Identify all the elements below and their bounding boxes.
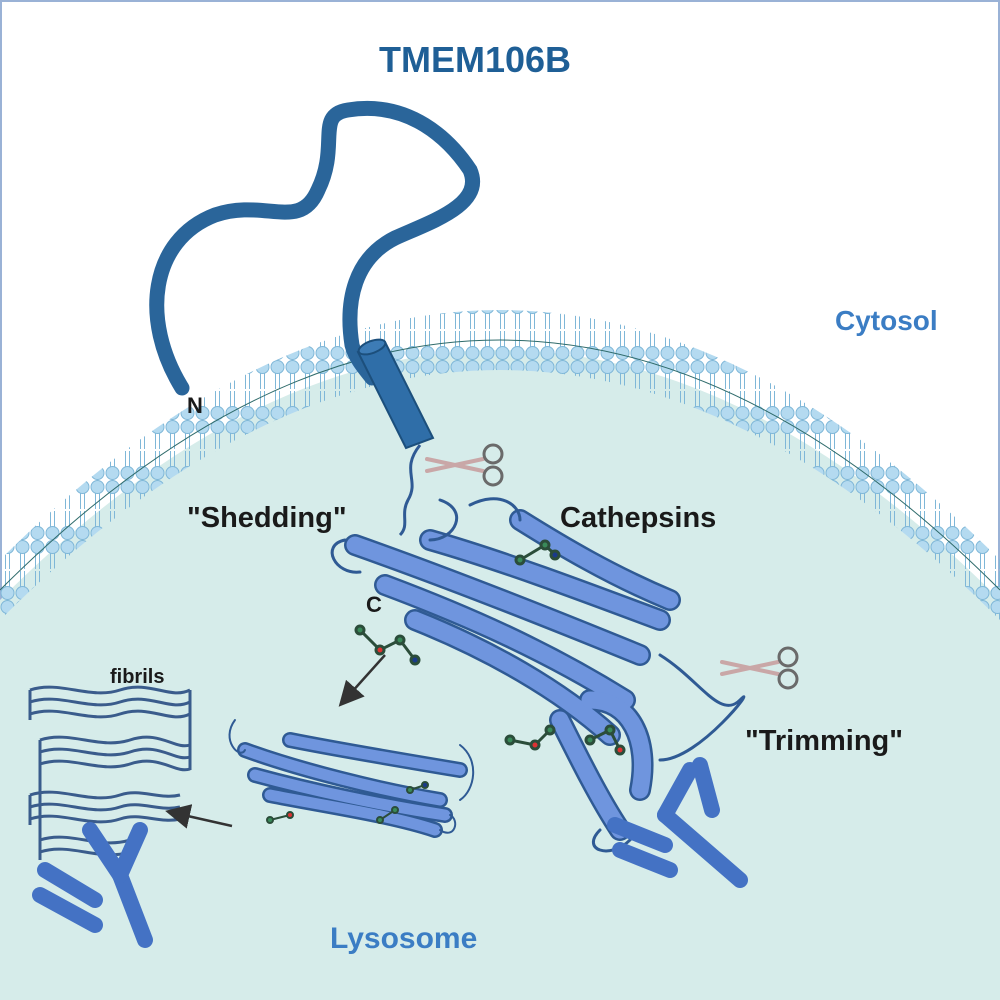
fibrils-label: fibrils xyxy=(110,666,164,688)
cathepsins-label: Cathepsins xyxy=(560,502,716,534)
scissors-icon xyxy=(720,646,799,690)
linker xyxy=(398,444,422,537)
arrow-icon xyxy=(338,654,386,707)
n-terminal-tail xyxy=(149,101,480,396)
figure-title: TMEM106B xyxy=(379,39,571,80)
lysosome-lumen xyxy=(0,350,1000,1000)
scissors-icon xyxy=(425,443,504,487)
shedding-label: "Shedding" xyxy=(187,502,347,534)
c-terminus-label: C xyxy=(366,592,382,617)
cytosol-label: Cytosol xyxy=(835,305,938,336)
shed-fragment xyxy=(228,719,475,838)
antibody-icon xyxy=(607,757,748,888)
glycans xyxy=(354,539,626,756)
transmembrane-helix xyxy=(356,338,435,450)
luminal-domain xyxy=(330,497,746,853)
fibril-aggregate xyxy=(28,685,192,860)
n-terminus-label: N xyxy=(187,393,203,418)
trimming-label: "Trimming" xyxy=(745,725,903,757)
lysosome-label: Lysosome xyxy=(330,922,477,955)
arrow-icon xyxy=(165,804,233,829)
antibody-icon xyxy=(32,822,153,948)
